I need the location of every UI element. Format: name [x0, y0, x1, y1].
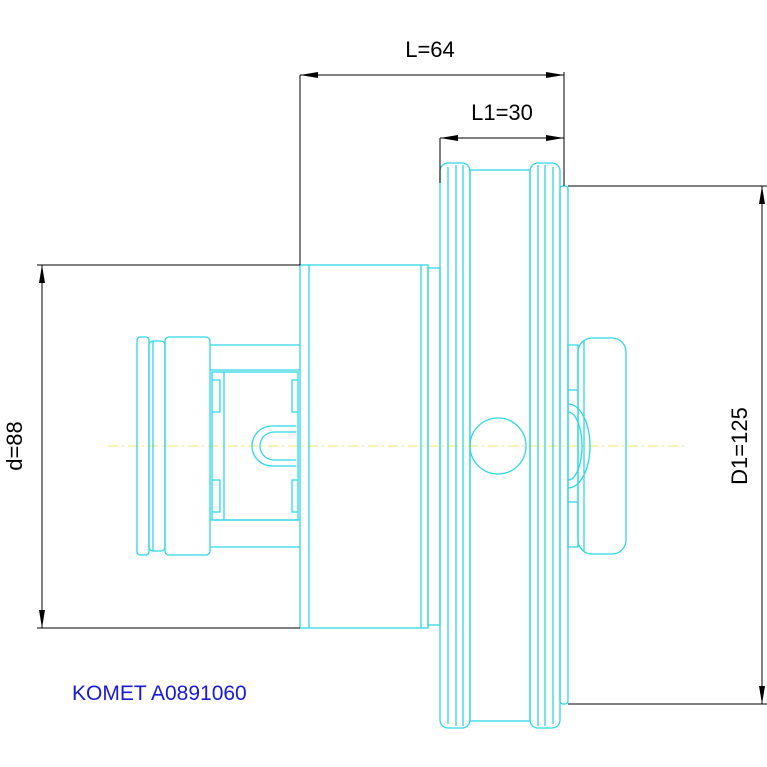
part-number-caption: KOMET A0891060: [72, 682, 247, 705]
left-end-stub: [136, 336, 211, 556]
dimension-L-label: L=64: [405, 37, 455, 62]
dimension-L1: L1=30: [439, 100, 564, 183]
left-connector: [210, 344, 300, 548]
shank: [299, 264, 441, 629]
right-nose: [567, 337, 627, 555]
dimension-d-label: d=88: [2, 421, 27, 471]
dimension-D1: D1=125: [568, 185, 767, 705]
dimension-L: L=64: [299, 37, 565, 265]
dimension-d: d=88: [2, 264, 300, 629]
dimension-D1-label: D1=125: [727, 407, 752, 485]
part-outline: [136, 162, 627, 729]
dimension-L1-label: L1=30: [471, 100, 533, 125]
